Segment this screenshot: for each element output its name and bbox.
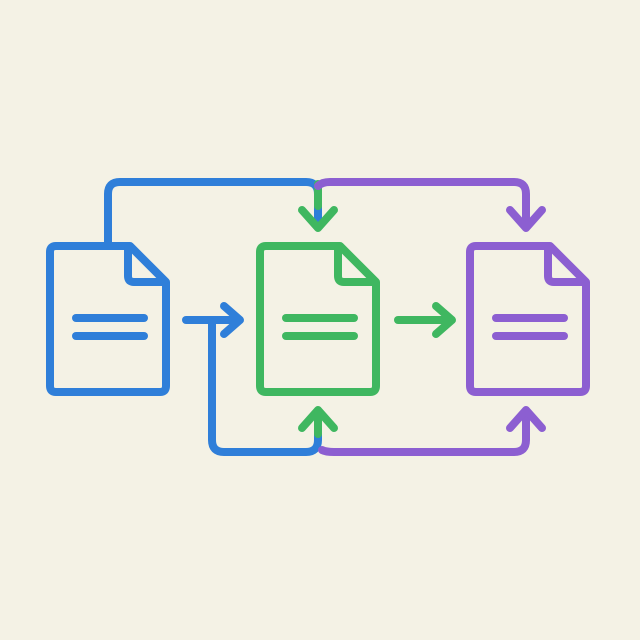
document-icon [46, 242, 170, 396]
doc-1-fold [124, 244, 168, 286]
connectors [104, 178, 546, 456]
edge-doc1-to-doc2-bottom [208, 318, 322, 456]
doc-3-fold [544, 244, 588, 286]
doc-2-outline [256, 242, 380, 396]
arrowhead-doc3-bottom [506, 406, 546, 432]
doc-2-fold [334, 244, 378, 286]
document-icon [466, 242, 590, 396]
arrowhead-doc3-left [432, 302, 456, 338]
edge-doc3-to-doc2-bottom [318, 412, 530, 456]
arrowhead-doc3-top [506, 206, 546, 232]
doc-3-outline [466, 242, 590, 396]
doc-1-outline [46, 242, 170, 396]
document-icon [256, 242, 380, 396]
edge-doc2-to-doc3-top [314, 178, 530, 230]
arrowhead-doc2-left [220, 302, 244, 338]
arrowhead-doc2-top [298, 206, 338, 232]
